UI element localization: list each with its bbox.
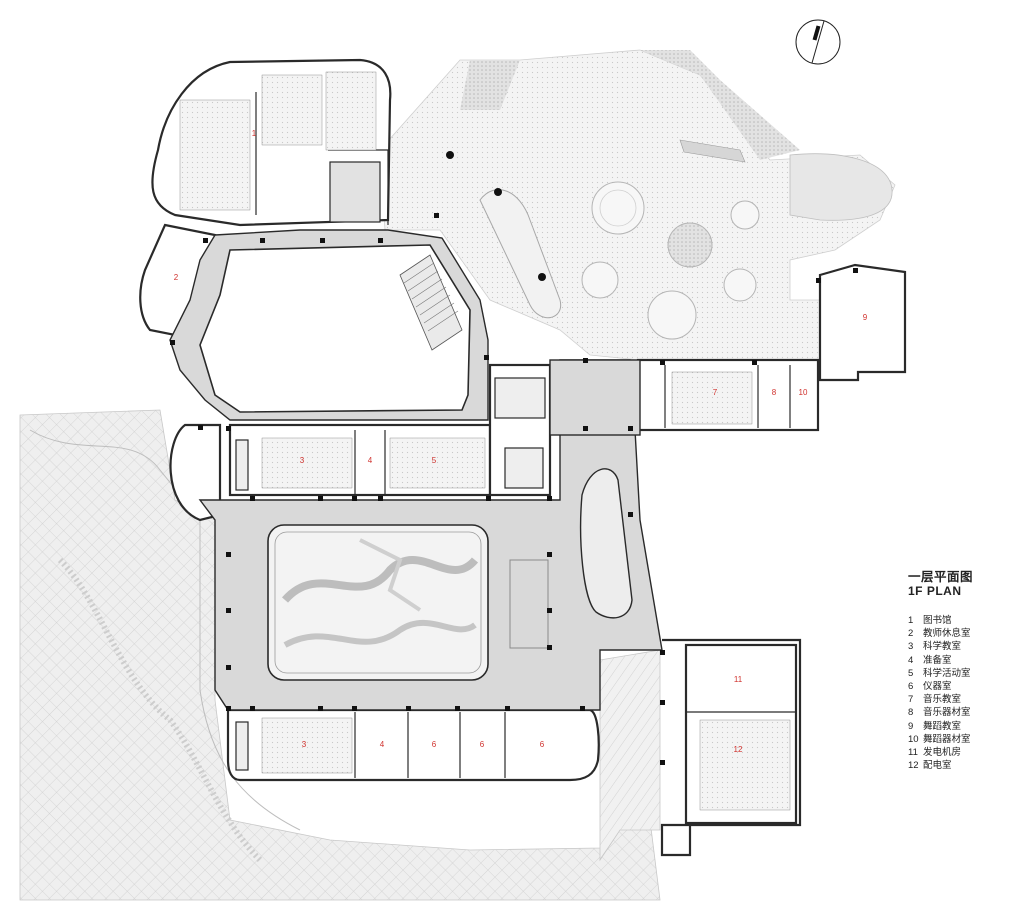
room-label-3-south: 3 bbox=[302, 740, 307, 749]
legend-item-label: 音乐教室 bbox=[923, 694, 962, 706]
legend-item-number: 8 bbox=[908, 707, 914, 719]
legend-item-number: 5 bbox=[908, 667, 914, 679]
landscape-northeast bbox=[379, 49, 896, 361]
legend-item-number: 10 bbox=[908, 733, 919, 745]
legend-item-label: 舞蹈器材室 bbox=[923, 733, 971, 745]
furniture bbox=[179, 71, 791, 811]
legend-item-label: 准备室 bbox=[923, 654, 952, 666]
room-label-7: 7 bbox=[713, 388, 718, 397]
legend-item-number: 12 bbox=[908, 760, 919, 772]
legend-item: 8 音乐器材室 bbox=[908, 706, 1020, 719]
room-label-6-a: 6 bbox=[432, 740, 437, 749]
legend-item-label: 发电机房 bbox=[923, 747, 962, 759]
room-label-5: 5 bbox=[432, 456, 437, 465]
room-labels: 1 2 3 4 5 3 4 6 6 6 7 8 9 10 11 12 bbox=[174, 129, 868, 754]
legend-item-number: 7 bbox=[908, 694, 914, 706]
north-courtyard bbox=[199, 244, 471, 413]
legend-item-label: 教师休息室 bbox=[923, 628, 971, 640]
plan-subtitle: 1F PLAN bbox=[908, 584, 962, 598]
legend-item: 9 舞蹈教室 bbox=[908, 720, 1020, 733]
room-label-8: 8 bbox=[772, 388, 777, 397]
legend-item-label: 科学教室 bbox=[923, 641, 962, 653]
east-planter bbox=[579, 468, 633, 619]
legend-item: 11 发电机房 bbox=[908, 746, 1020, 759]
legend-item: 5 科学活动室 bbox=[908, 667, 1020, 680]
legend-item: 10 舞蹈器材室 bbox=[908, 733, 1020, 746]
room-label-12: 12 bbox=[734, 745, 743, 754]
legend-item-number: 4 bbox=[908, 654, 914, 666]
legend-item: 4 准备室 bbox=[908, 654, 1020, 667]
legend-item: 6 仪器室 bbox=[908, 680, 1020, 693]
room-label-11: 11 bbox=[734, 675, 743, 684]
legend-list: 1 图书馆 2 教师休息室 3 科学教室 4 准备室 5 科学活动室 6 仪器室 7 音乐教室 8 音乐器材室… bbox=[908, 614, 1020, 772]
legend-item-label: 配电室 bbox=[923, 760, 952, 772]
legend-item: 2 教师休息室 bbox=[908, 627, 1020, 640]
legend-item-label: 舞蹈教室 bbox=[923, 720, 962, 732]
south-courtyard bbox=[267, 524, 489, 681]
room-label-2: 2 bbox=[174, 273, 179, 282]
legend-item-number: 2 bbox=[908, 628, 914, 640]
room-label-6-c: 6 bbox=[540, 740, 545, 749]
legend-item-label: 图书馆 bbox=[923, 615, 952, 626]
legend-item: 12 配电室 bbox=[908, 759, 1020, 772]
structural-columns bbox=[170, 151, 858, 765]
landscape-west bbox=[19, 409, 661, 901]
legend-item: 1 图书馆 bbox=[908, 614, 1020, 627]
legend-item-label: 仪器室 bbox=[923, 681, 952, 693]
room-label-10: 10 bbox=[799, 388, 808, 397]
legend-item: 3 科学教室 bbox=[908, 640, 1020, 653]
room-label-9: 9 bbox=[863, 313, 868, 322]
legend-item-number: 3 bbox=[908, 641, 914, 653]
legend-item-number: 1 bbox=[908, 615, 914, 626]
room-label-3-north: 3 bbox=[300, 456, 305, 465]
north-arrow-icon bbox=[795, 19, 841, 65]
room-partitions bbox=[235, 92, 796, 778]
room-label-4-south: 4 bbox=[380, 740, 385, 749]
courtyard-stair bbox=[399, 254, 463, 351]
legend-item-number: 11 bbox=[908, 747, 918, 759]
drop-off-zone bbox=[509, 559, 549, 649]
legend-item-number: 9 bbox=[908, 720, 914, 732]
plan-title: 一层平面图 bbox=[908, 570, 974, 584]
legend-item: 7 音乐教室 bbox=[908, 693, 1020, 706]
legend-item-number: 6 bbox=[908, 681, 914, 693]
room-label-6-b: 6 bbox=[480, 740, 485, 749]
legend-item-label: 科学活动室 bbox=[923, 667, 971, 679]
room-label-4-north: 4 bbox=[368, 456, 373, 465]
legend-item-label: 音乐器材室 bbox=[923, 707, 971, 719]
room-label-1: 1 bbox=[252, 129, 257, 138]
